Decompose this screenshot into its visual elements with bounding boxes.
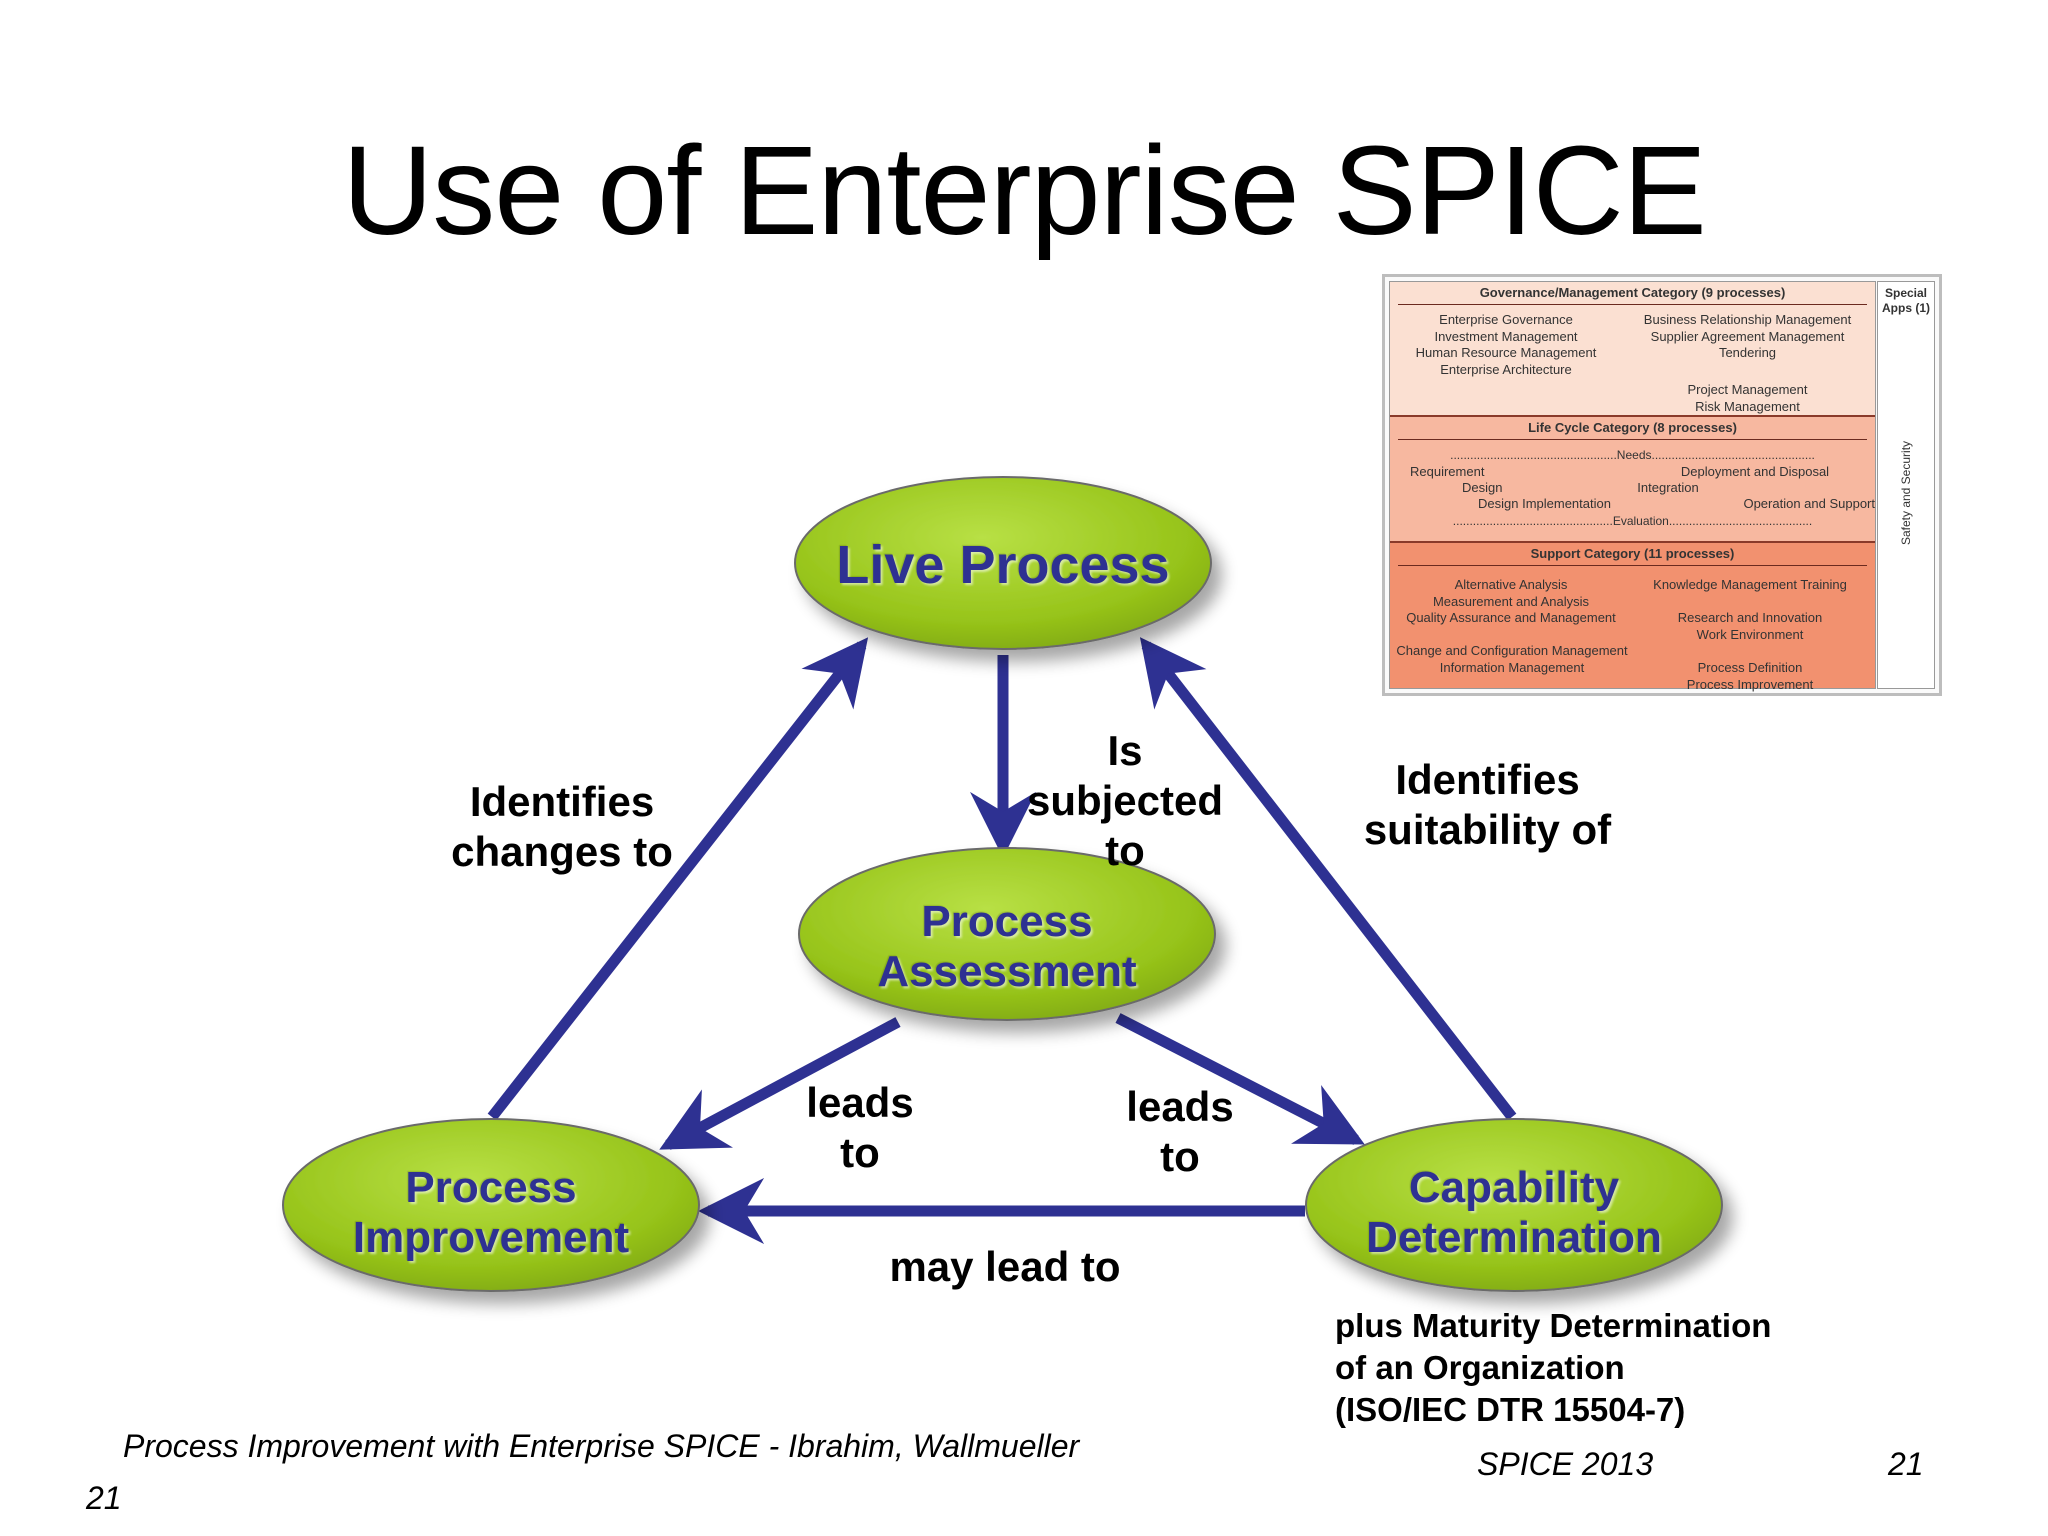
edge-label-identifies-suitability: Identifies suitability of bbox=[1363, 756, 1612, 853]
node-live-process bbox=[794, 476, 1212, 650]
lifecycle-category: Life Cycle Category (8 processes) ......… bbox=[1390, 417, 1875, 543]
lifecycle-design: Design bbox=[1462, 480, 1503, 495]
edge-label-is-subjected: Is subjected to bbox=[1026, 727, 1224, 874]
governance-right-list: Business Relationship Management Supplie… bbox=[1643, 312, 1852, 360]
arrow-improvement-to-live bbox=[487, 637, 869, 1121]
node-label-live-process: Live Process bbox=[836, 535, 1170, 595]
node-capability-determination bbox=[1305, 1118, 1723, 1292]
governance-category: Governance/Management Category (9 proces… bbox=[1390, 282, 1875, 417]
governance-right-lower-list: Project Management Risk Management bbox=[1687, 382, 1808, 414]
special-apps-column: Special Apps (1) Safety and Security bbox=[1877, 281, 1935, 689]
lifecycle-integration: Integration bbox=[1637, 480, 1699, 495]
lifecycle-evaluation: ........................................… bbox=[1452, 514, 1813, 528]
arrow-assessment-to-improvement bbox=[659, 1017, 901, 1150]
lifecycle-deployment: Deployment and Disposal bbox=[1680, 464, 1830, 479]
support-left-lower-list: Change and Configuration Management Info… bbox=[1396, 643, 1628, 675]
support-category: Support Category (11 processes) Alternat… bbox=[1390, 543, 1875, 692]
lifecycle-design-implementation: Design Implementation bbox=[1478, 496, 1611, 511]
edge-label-leads-to-right: leads to bbox=[1126, 1083, 1234, 1180]
lifecycle-operation: Operation and Support bbox=[1743, 496, 1875, 511]
special-apps-header: Special Apps (1) bbox=[1882, 286, 1930, 315]
footer-citation: Process Improvement with Enterprise SPIC… bbox=[123, 1428, 1080, 1464]
node-label-capability-determination: Capability Determination bbox=[1366, 1163, 1662, 1262]
footer-page-right: 21 bbox=[1888, 1446, 1924, 1482]
slide-title: Use of Enterprise SPICE bbox=[342, 120, 1707, 261]
arrow-capability-to-live bbox=[1139, 637, 1517, 1121]
node-process-assessment bbox=[798, 847, 1216, 1021]
node-label-process-improvement: Process Improvement bbox=[352, 1163, 630, 1262]
lifecycle-header: Life Cycle Category (8 processes) bbox=[1528, 420, 1737, 435]
governance-left-list: Enterprise Governance Investment Managem… bbox=[1415, 312, 1597, 377]
support-right-lower-list: Process Definition Process Improvement bbox=[1686, 660, 1814, 692]
process-categories-table: Governance/Management Category (9 proces… bbox=[1382, 274, 1942, 696]
footer-conference: SPICE 2013 bbox=[1477, 1446, 1654, 1482]
footer-page-left: 21 bbox=[86, 1480, 122, 1516]
support-left-list: Alternative Analysis Measurement and Ana… bbox=[1406, 577, 1616, 625]
node-label-process-assessment: Process Assessment bbox=[877, 897, 1137, 996]
lifecycle-needs: ........................................… bbox=[1450, 448, 1815, 462]
arrow-assessment-to-capability bbox=[1115, 1013, 1365, 1145]
edge-label-leads-to-left: leads to bbox=[806, 1079, 914, 1176]
node-process-improvement bbox=[282, 1118, 700, 1292]
support-header: Support Category (11 processes) bbox=[1530, 546, 1735, 561]
governance-header: Governance/Management Category (9 proces… bbox=[1479, 285, 1786, 300]
support-right-mid-list: Research and Innovation Work Environment bbox=[1677, 610, 1823, 642]
maturity-note: plus Maturity Determination of an Organi… bbox=[1335, 1307, 1772, 1428]
safety-security-label: Safety and Security bbox=[1899, 441, 1913, 546]
lifecycle-requirement: Requirement bbox=[1410, 464, 1485, 479]
edge-label-may-lead-to: may lead to bbox=[889, 1243, 1121, 1290]
support-right-list: Knowledge Management Training bbox=[1653, 577, 1847, 592]
categories-main: Governance/Management Category (9 proces… bbox=[1389, 281, 1876, 692]
edge-label-identifies-changes: Identifies changes to bbox=[451, 778, 673, 875]
